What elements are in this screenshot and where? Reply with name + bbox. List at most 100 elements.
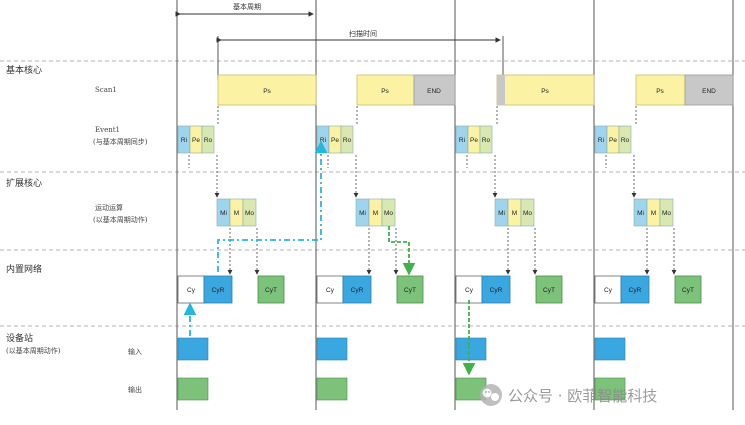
end-block (684, 74, 734, 106)
wechat-official-account-icon (480, 384, 502, 406)
output-block (594, 377, 626, 401)
output-block (316, 377, 348, 401)
cy-label: Cy (604, 287, 613, 294)
pe-label: Pe (192, 137, 200, 144)
cycle-boundaries (176, 0, 734, 410)
cyr-label: CyR (351, 287, 364, 294)
cyr-block (342, 275, 372, 304)
mi-label: Mi (637, 210, 644, 217)
watermark: 公众号 · 欧菲智能科技 (480, 384, 657, 406)
ps-label: Ps (381, 88, 389, 95)
row-label-motion: 运动运算 (95, 203, 123, 212)
section-separators (0, 60, 745, 327)
cyt-block (396, 275, 424, 304)
mo-block (520, 198, 535, 227)
cyr-block (620, 275, 650, 304)
mo-label: Mo (523, 210, 532, 217)
row-label-device: 设备站 (6, 332, 33, 344)
cyt-label: CyT (682, 287, 694, 294)
network-row: Cy CyR CyT Cy CyR CyT Cy CyR CyT Cy CyR CyT (177, 275, 702, 304)
cy-label: Cy (326, 287, 335, 294)
mo-label: Mo (662, 210, 671, 217)
ps-label: Ps (541, 88, 549, 95)
pe-label: Pe (609, 137, 617, 144)
ro-label: Ro (621, 137, 630, 144)
row-label-network: 内置网络 (6, 263, 42, 275)
ps-block (356, 74, 415, 106)
ps-block (635, 74, 686, 106)
basic-cycle-span: 基本周期 (175, 2, 314, 17)
cyt-label: CyT (543, 287, 555, 294)
end-block (413, 74, 456, 106)
mo-label: Mo (245, 210, 254, 217)
cyt-block (674, 275, 702, 304)
pe-label: Pe (470, 137, 478, 144)
ro-block (201, 125, 215, 154)
cyt-label: CyT (265, 287, 277, 294)
cy-block (177, 275, 205, 304)
mo-to-cyt-arrow (388, 226, 416, 276)
ro-label: Ro (343, 137, 352, 144)
m-label: M (512, 210, 517, 217)
ro-block (618, 125, 632, 154)
mo-block (242, 198, 257, 227)
scan-time-boundaries (217, 36, 504, 80)
mi-label: Mi (498, 210, 505, 217)
watermark-text: 公众号 · 欧菲智能科技 (508, 387, 657, 405)
ro-label: Ro (482, 137, 491, 144)
cyt-block (257, 275, 285, 304)
row-label-basic-core: 基本核心 (6, 64, 42, 76)
scan-time-span: 扫描时间 (216, 29, 501, 43)
cyr-block (481, 275, 511, 304)
ro-label: Ro (204, 137, 213, 144)
row-label-event1: Event1 (95, 126, 120, 134)
mi-label: Mi (220, 210, 227, 217)
ps-label: Ps (263, 88, 271, 95)
cyr-label: CyR (490, 287, 503, 294)
cy-label: Cy (465, 287, 474, 294)
green-data-path (388, 226, 476, 376)
mi-label: Mi (359, 210, 366, 217)
dotted-connectors (188, 106, 677, 275)
cyr-block (203, 275, 233, 304)
cy-block (316, 275, 344, 304)
mo-block (659, 198, 674, 227)
ro-block (479, 125, 493, 154)
ri-label: Ri (459, 137, 465, 144)
cy-label: Cy (187, 287, 196, 294)
ps-block (217, 74, 317, 106)
row-label-input: 输入 (128, 347, 142, 356)
cyr-to-ri-arrow (217, 140, 328, 272)
cy-block (594, 275, 622, 304)
m-label: M (234, 210, 239, 217)
ri-label: Ri (598, 137, 604, 144)
cyr-label: CyR (212, 287, 225, 294)
ps-block (496, 74, 595, 106)
ro-block (340, 125, 354, 154)
pe-label: Pe (331, 137, 339, 144)
scan1-row: Ps Ps END Ps Ps END (217, 74, 734, 106)
row-label-event1-sub: (与基本周期同步) (93, 137, 148, 146)
cyt-label: CyT (404, 287, 416, 294)
row-label-output: 输出 (128, 385, 142, 394)
cyt-block (535, 275, 563, 304)
end-label: END (702, 88, 716, 95)
scan-time-label: 扫描时间 (349, 29, 377, 38)
input-block (177, 337, 209, 361)
row-label-ext-core: 扩展核心 (6, 177, 42, 189)
input-block (316, 337, 348, 361)
end-label: END (427, 88, 441, 95)
mo-label: Mo (384, 210, 393, 217)
m-label: M (373, 210, 378, 217)
row-label-device-sub: (以基本周期动作) (6, 346, 61, 355)
ri-label: Ri (320, 137, 326, 144)
input-block (455, 337, 487, 361)
ps-label: Ps (656, 88, 664, 95)
cyr-label: CyR (629, 287, 642, 294)
device-row (177, 337, 626, 401)
basic-cycle-label: 基本周期 (233, 2, 261, 11)
row-label-motion-sub: (以基本周期动作) (93, 215, 148, 224)
